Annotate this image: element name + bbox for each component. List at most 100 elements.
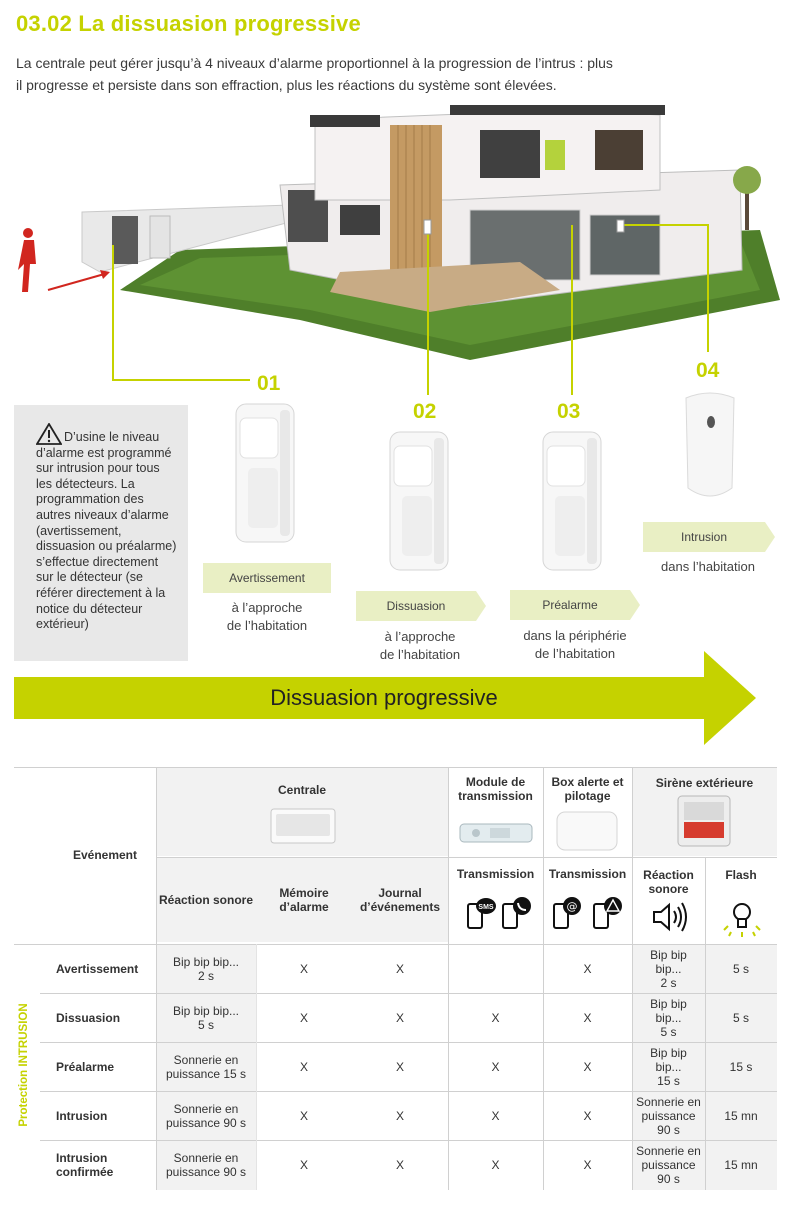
terrace-deck (330, 262, 560, 312)
table-cell: 5 s (732, 1011, 749, 1025)
bulb-icon (723, 903, 761, 937)
detector-connector-lines (112, 224, 709, 395)
row-event-label: Avertissement (56, 962, 139, 976)
level-02-desc-line1: à l’approche (384, 629, 456, 644)
table-cell: X (491, 1011, 500, 1025)
centrale-device-icon (270, 808, 336, 844)
level-02-number: 02 (413, 400, 437, 423)
col-reaction-sirene: Réaction sonore (643, 868, 694, 896)
box-device-icon (556, 811, 618, 851)
table-cell: Sonnerie en puissance 90 s (165, 1151, 247, 1179)
table-cell: Sonnerie en puissance 90 s (636, 1144, 701, 1186)
table-top-line (14, 767, 777, 768)
table-cell: Bip bip bip... 2 s (172, 955, 240, 983)
table-group-line (156, 857, 777, 858)
table-cell: X (299, 1109, 308, 1123)
table-cell: X (583, 1109, 592, 1123)
module-device-icon (459, 823, 533, 843)
level-01-number: 01 (257, 372, 281, 395)
level-03-number: 03 (557, 400, 581, 423)
speaker-icon (653, 902, 687, 932)
level-02-tag-label: Dissuasion (386, 599, 446, 613)
level-01-desc: à l’approche de l’habitation (203, 599, 331, 635)
level-04-tag-label: Intrusion (680, 530, 728, 544)
table-cell: Sonnerie en puissance 90 s (165, 1102, 247, 1130)
reaction-column-bg (156, 945, 256, 1190)
intro-text: La centrale peut gérer jusqu’à 4 niveaux… (16, 52, 696, 96)
svg-text:@: @ (567, 900, 578, 913)
protection-intrusion-label: Protection INTRUSION (14, 1000, 34, 1130)
table-cell: 5 s (732, 962, 749, 976)
table-cell: X (583, 962, 592, 976)
house-illustration (18, 105, 780, 395)
table-vline-3 (543, 767, 544, 1190)
intruder-figure (18, 228, 36, 292)
table-cell: 15 s (729, 1060, 753, 1074)
table-cell: X (491, 1158, 500, 1172)
level-04-tag-arrow (765, 522, 775, 552)
table-cell: X (299, 962, 308, 976)
table-row-line-3 (40, 1091, 777, 1092)
sirene-group-header: Sirène extérieure (655, 776, 754, 790)
table-vline-5 (705, 857, 706, 1190)
table-cell: Bip bip bip... 2 s (650, 948, 687, 990)
sirene-device-icon (677, 795, 731, 847)
progressive-arrow-head (704, 651, 756, 745)
wood-cladding (390, 125, 442, 275)
table-cell: X (583, 1158, 592, 1172)
outdoor-detector-02 (389, 431, 449, 571)
col-journal-evenements: Journal d’événements (359, 886, 441, 914)
table-cell: Bip bip bip... 5 s (650, 997, 687, 1039)
progressive-arrow-body (14, 677, 704, 719)
level-04-number: 04 (696, 359, 720, 382)
level-02-tag-arrow (476, 591, 486, 621)
table-row-line-1 (40, 993, 777, 994)
table-cell: X (583, 1011, 592, 1025)
outdoor-detector-01 (235, 403, 295, 543)
level-03-tag: Préalarme (510, 590, 640, 620)
table-cell: X (395, 1060, 404, 1074)
protection-intrusion-text: Protection INTRUSION (18, 1003, 30, 1127)
factory-setting-note: D’usine le niveau d’alarme est programmé… (14, 405, 188, 661)
phone-alert-icon (593, 897, 622, 929)
level-01-desc-line2: de l’habitation (226, 618, 308, 633)
col-flash: Flash (725, 868, 757, 882)
table-header-bottom-line (14, 944, 777, 945)
sms-label: SMS (478, 904, 494, 911)
intro-line-2: il progresse et persiste dans son effrac… (16, 77, 557, 93)
table-cell: X (583, 1060, 592, 1074)
level-02-desc-line2: de l’habitation (379, 647, 461, 662)
table-cell: X (299, 1011, 308, 1025)
col-transmission-module: Transmission (456, 867, 535, 881)
table-cell: X (491, 1060, 500, 1074)
table-cell: X (491, 1109, 500, 1123)
row-event-label: Intrusion (56, 1109, 108, 1123)
level-04-desc: dans l’habitation (643, 558, 773, 576)
level-04-tag: Intrusion (643, 522, 775, 552)
table-vline-2 (448, 767, 449, 1190)
intro-line-1: La centrale peut gérer jusqu’à 4 niveaux… (16, 55, 613, 71)
phone-sms-icon: SMS (467, 898, 496, 929)
table-vline-1 (156, 767, 157, 1190)
table-cell (448, 945, 543, 993)
table-cell: Sonnerie en puissance 90 s (636, 1095, 701, 1137)
col-transmission-box: Transmission (548, 867, 627, 881)
table-cell: Sonnerie en puissance 15 s (165, 1053, 247, 1081)
level-04-desc-line1: dans l’habitation (661, 559, 755, 574)
indoor-detector-04 (685, 392, 735, 497)
level-01-desc-line1: à l’approche (231, 600, 303, 615)
table-vline-6 (256, 944, 257, 1190)
table-cell: X (299, 1060, 308, 1074)
table-cell: Bip bip bip... 5 s (172, 1004, 240, 1032)
level-03-tag-label: Préalarme (542, 598, 598, 612)
phone-call-icon (502, 897, 531, 929)
progressive-arrow-label: Dissuasion progressive (270, 685, 498, 710)
intruder-direction-arrow (47, 272, 109, 291)
sirene-column-bg (632, 945, 777, 1190)
col-reaction-sonore: Réaction sonore (158, 893, 254, 907)
row-event-label: Intrusion confirmée (56, 1151, 114, 1179)
table-cell: Bip bip bip... 15 s (650, 1046, 687, 1088)
phone-email-icon: @ (553, 897, 581, 929)
module-group-header: Module de transmission (458, 775, 533, 803)
box-group-header: Box alerte et pilotage (551, 775, 624, 803)
